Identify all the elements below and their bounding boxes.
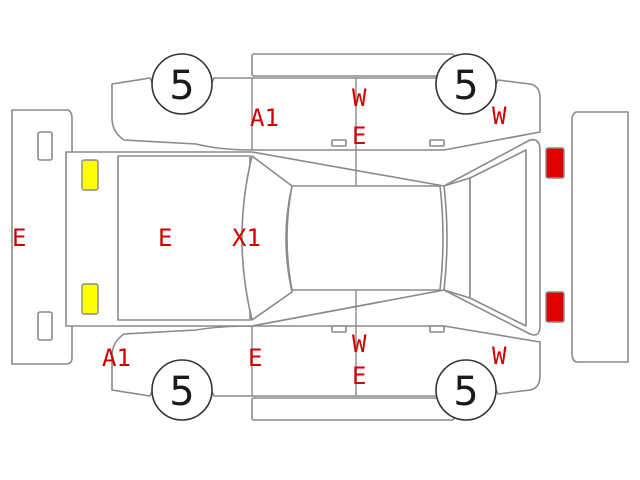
rear-bumper <box>571 111 629 363</box>
taillight-left <box>545 147 565 179</box>
hood-panel <box>117 155 251 321</box>
tire-grade-front-left: 5 <box>169 63 194 109</box>
rear-window <box>443 177 471 299</box>
code-door-lower-e: E <box>352 362 366 390</box>
taillight-right <box>545 291 565 323</box>
code-hood: E <box>158 224 172 252</box>
code-front-bumper: E <box>12 224 26 252</box>
code-fender-lower: E <box>248 344 262 372</box>
tailgate-panel <box>469 149 527 327</box>
code-windshield: X1 <box>232 224 261 252</box>
code-rear-quarter-upper: W <box>492 102 507 130</box>
headlight-right <box>81 283 99 315</box>
code-a-pillar-lower: A1 <box>102 344 131 372</box>
code-roof-front-upper-e: E <box>352 122 366 150</box>
tire-grade-front-right: 5 <box>169 369 194 415</box>
code-roof-front-upper-w: W <box>352 84 367 112</box>
tire-front-right: 5 <box>151 359 213 421</box>
tire-grade-rear-left: 5 <box>453 63 478 109</box>
code-a-pillar-upper: A1 <box>250 104 279 132</box>
roof <box>286 185 444 291</box>
side-sill-bottom <box>251 397 455 421</box>
tire-rear-left: 5 <box>435 53 497 115</box>
side-sill-top <box>251 53 455 77</box>
front-bumper <box>11 109 73 365</box>
code-rear-quarter-lower: W <box>492 342 507 370</box>
tire-rear-right: 5 <box>435 359 497 421</box>
tire-front-left: 5 <box>151 53 213 115</box>
code-door-lower-w: W <box>352 330 367 358</box>
tire-grade-rear-right: 5 <box>453 369 478 415</box>
headlight-left <box>81 159 99 191</box>
